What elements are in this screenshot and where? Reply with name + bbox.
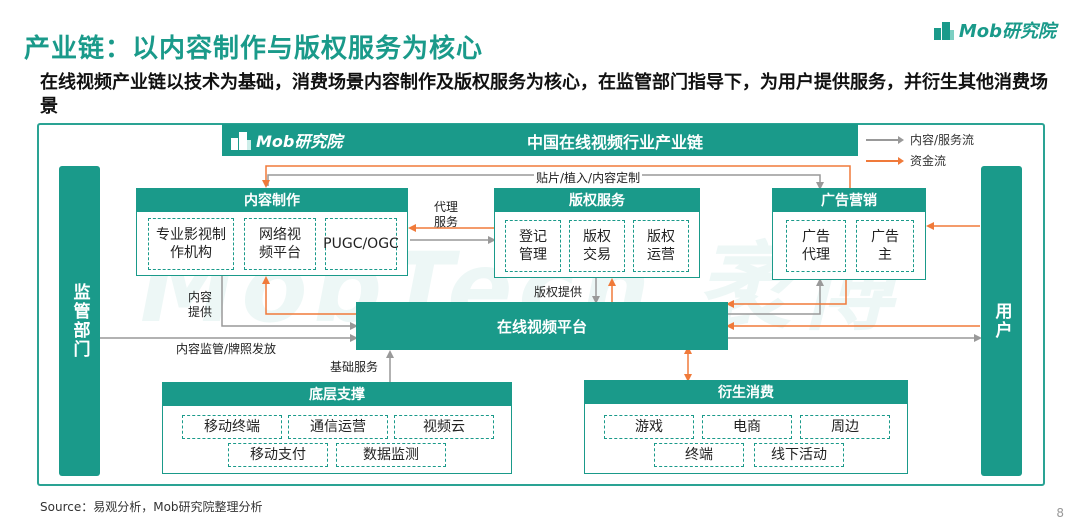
brand-text: Mob研究院 — [958, 21, 1056, 42]
ad-orange-flow — [726, 280, 847, 308]
label-base-service: 基础服务 — [330, 360, 379, 374]
legend-content-flow-label: 内容/服务流 — [910, 133, 975, 147]
brand-logo: Mob研究院 — [933, 18, 1056, 42]
label-supervision: 内容监管/牌照发放 — [176, 342, 277, 356]
legend: 内容/服务流 资金流 — [866, 131, 974, 169]
copyright-item-register: 登记管理 — [505, 220, 561, 272]
banner-brand-text: Mob研究院 — [256, 132, 343, 151]
content-item-pugc: PUGC/OGC — [323, 218, 399, 270]
copyright-item-operation: 版权运营 — [633, 220, 689, 272]
content-item-professional: 专业影视制作机构 — [148, 218, 234, 270]
page-title: 产业链：以内容制作与版权服务为核心 — [24, 34, 484, 64]
derivative-item-terminal: 终端 — [654, 443, 744, 467]
source-note: Source：易观分析，Mob研究院整理分析 — [40, 500, 263, 514]
content-item-web-platform: 网络视频平台 — [244, 218, 316, 270]
legend-fund-flow: 资金流 — [866, 152, 974, 169]
building-icon — [933, 22, 954, 40]
diagram-banner — [222, 124, 858, 156]
top-orange-flow — [262, 165, 851, 188]
content-supply-flow — [221, 276, 358, 330]
derivative-item-ecommerce: 电商 — [702, 415, 792, 439]
content-production-title: 内容制作 — [136, 188, 408, 212]
diagram-title: 中国在线视频行业产业链 — [526, 133, 703, 152]
infra-item-video-cloud: 视频云 — [394, 415, 494, 439]
label-agency: 代理服务 — [433, 200, 458, 229]
derivative-title: 衍生消费 — [584, 380, 908, 404]
user-bar: 用户 — [981, 166, 1022, 476]
arrow-right-icon — [866, 135, 904, 144]
legend-fund-flow-label: 资金流 — [910, 154, 947, 168]
building-icon — [231, 132, 251, 150]
supervision-bar: 监管部门 — [59, 166, 100, 476]
ad-item-agency: 广告代理 — [786, 220, 846, 272]
derivative-item-merch: 周边 — [800, 415, 890, 439]
page-number: 8 — [1056, 506, 1064, 520]
infra-item-mobile-payment: 移动支付 — [228, 443, 328, 467]
ad-item-advertiser: 广告主 — [856, 220, 914, 272]
supervision-bar-label: 监管部门 — [69, 283, 90, 359]
copyright-service-title: 版权服务 — [494, 188, 700, 212]
user-bar-label: 用户 — [991, 302, 1012, 340]
copyright-item-trade: 版权交易 — [569, 220, 625, 272]
arrow-right-icon — [866, 156, 904, 165]
infra-item-data-monitor: 数据监测 — [336, 443, 446, 467]
content-pay-flow — [262, 276, 356, 315]
label-top-link: 贴片/植入/内容定制 — [534, 171, 643, 186]
ad-marketing-title: 广告营销 — [772, 188, 926, 212]
infrastructure-title: 底层支撑 — [162, 382, 512, 406]
label-copyright-supply: 版权提供 — [534, 285, 583, 299]
label-content-supply: 内容提供 — [187, 290, 212, 319]
ad-gray-flow — [728, 278, 824, 315]
page-subtitle: 在线视频产业链以技术为基础，消费场景内容制作及版权服务为核心，在监管部门指导下，… — [40, 72, 1048, 117]
derivative-item-offline: 线下活动 — [754, 443, 844, 467]
banner-brand: Mob研究院 — [230, 129, 342, 151]
video-platform: 在线视频平台 — [356, 302, 728, 350]
infra-item-mobile-terminal: 移动终端 — [182, 415, 282, 439]
legend-content-flow: 内容/服务流 — [866, 131, 974, 148]
infra-item-telecom: 通信运营 — [288, 415, 388, 439]
derivative-item-game: 游戏 — [604, 415, 694, 439]
